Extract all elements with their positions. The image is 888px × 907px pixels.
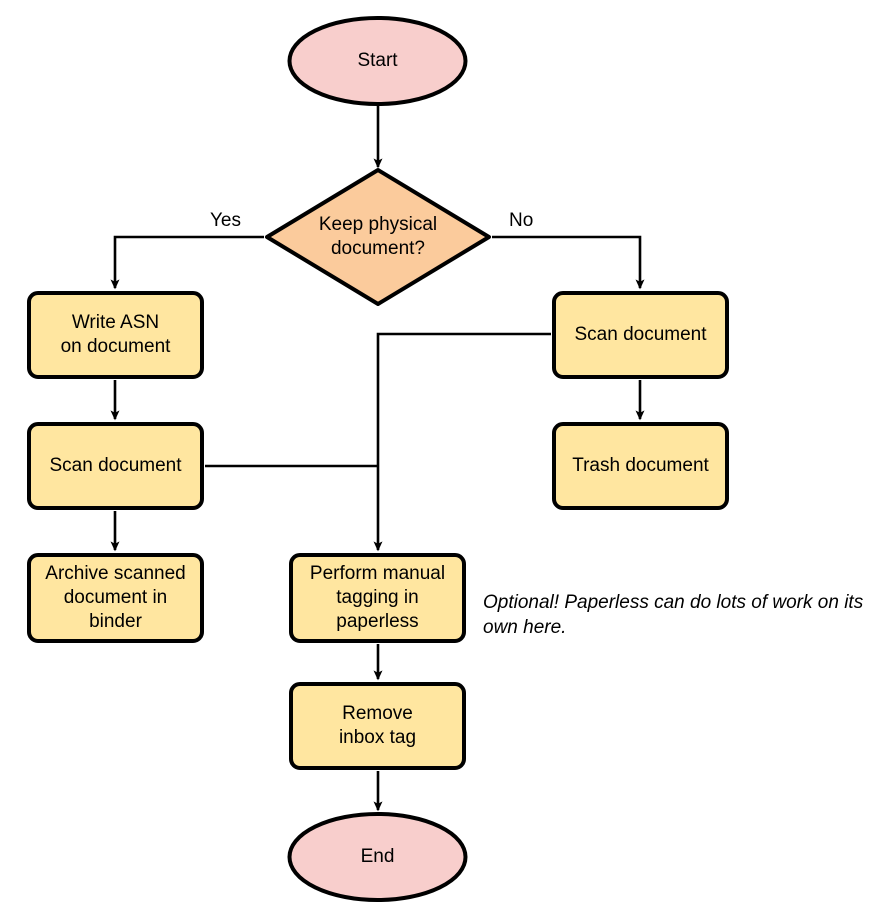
node-end[interactable] [287, 812, 468, 902]
node-trash-document[interactable] [552, 422, 729, 510]
node-write-asn[interactable] [27, 291, 204, 379]
node-archive-binder[interactable] [27, 553, 204, 643]
optional-note: Optional! Paperless can do lots of work … [483, 592, 864, 638]
node-start[interactable] [287, 16, 468, 106]
node-scan-document-right[interactable] [552, 291, 729, 379]
edge-decision-yes [110, 235, 264, 290]
node-remove-inbox-tag[interactable] [289, 682, 466, 770]
node-manual-tagging[interactable] [289, 553, 466, 643]
edge-label-no: No [509, 210, 534, 231]
edge-scanright-to-tagging [373, 332, 551, 552]
node-scan-document-left[interactable] [27, 422, 204, 510]
edge-label-yes: Yes [210, 210, 241, 231]
node-keep-physical-document[interactable] [265, 168, 491, 306]
edge-decision-no [492, 235, 645, 290]
